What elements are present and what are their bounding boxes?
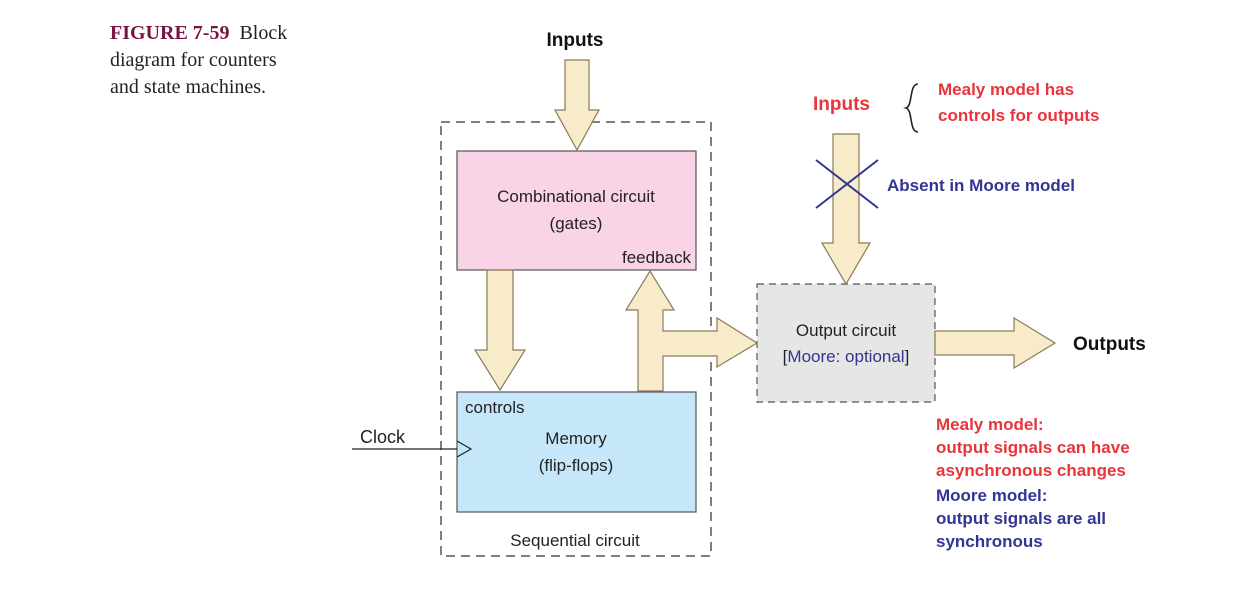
mealy-note-line1: Mealy model has: [938, 80, 1074, 99]
output-circuit-block: [756, 283, 936, 403]
absent-cross-line-b: [815, 159, 879, 209]
outputs-arrow: [934, 316, 1057, 370]
comb-to-memory-arrow: [473, 269, 527, 392]
memory-label-line2: (flip-flops): [539, 456, 614, 475]
output-circuit-label: Output circuit: [796, 321, 896, 340]
controls-label: controls: [465, 398, 525, 417]
memory-label-line1: Memory: [545, 429, 607, 448]
curly-brace: [903, 83, 919, 133]
output-moore-optional: [Moore: optional]: [783, 347, 910, 366]
comb-label-line1: Combinational circuit: [497, 187, 655, 206]
inputs-top-label: Inputs: [547, 30, 604, 51]
moore-model-line1: output signals are all: [936, 509, 1106, 528]
feedback-output-arrow: [624, 269, 759, 392]
mealy-note-line2: controls for outputs: [938, 106, 1099, 125]
combinational-circuit-block: [456, 150, 697, 271]
figure-number: FIGURE 7-59: [110, 22, 230, 44]
comb-label-line2: (gates): [550, 214, 603, 233]
memory-block: [456, 391, 697, 513]
mealy-inputs-label: Inputs: [813, 94, 870, 115]
moore-model-line2: synchronous: [936, 532, 1043, 551]
inputs-arrow: [553, 59, 601, 152]
outputs-label: Outputs: [1073, 334, 1146, 355]
moore-model-title: Moore model:: [936, 486, 1047, 505]
mealy-model-line2: asynchronous changes: [936, 461, 1126, 480]
absent-moore-label: Absent in Moore model: [887, 176, 1075, 195]
mealy-model-title: Mealy model:: [936, 415, 1044, 434]
feedback-label: feedback: [622, 248, 691, 267]
clock-triangle-icon: [456, 440, 473, 458]
clock-label: Clock: [360, 427, 406, 447]
figure-caption-text: Block diagram for counters and state mac…: [110, 22, 288, 98]
mealy-model-line1: output signals can have: [936, 438, 1130, 457]
sequential-circuit-label: Sequential circuit: [510, 531, 640, 550]
mealy-inputs-arrow: [820, 133, 872, 286]
